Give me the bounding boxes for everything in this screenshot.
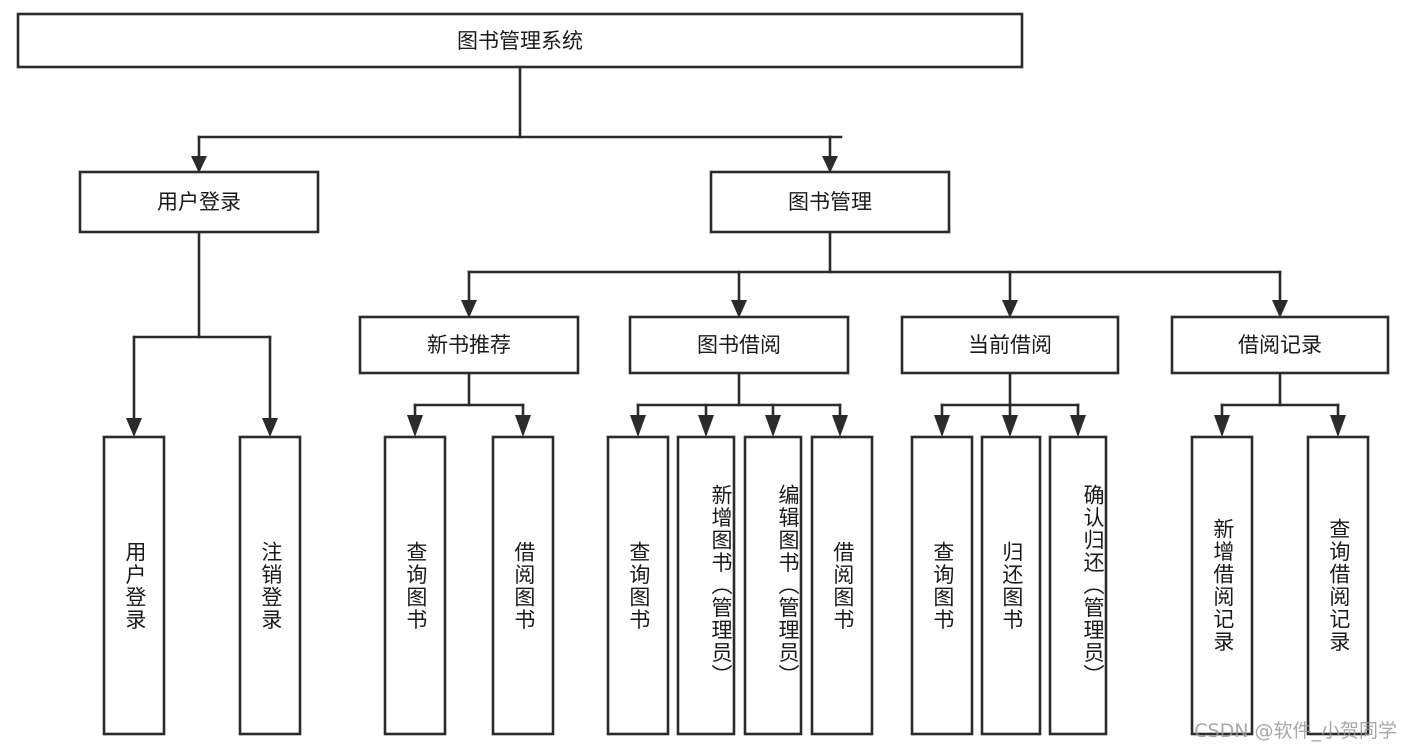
- node-root-label: 图书管理系统: [457, 29, 583, 53]
- node-borrow-record-box[interactable]: [1170, 315, 1390, 375]
- arrow-dqjy-leaf3: [1070, 415, 1086, 437]
- leaf-box-borrow-book-2[interactable]: [810, 435, 874, 736]
- node-new-book-recommend[interactable]: 新书推荐: [358, 315, 580, 375]
- arrow-to-leaf-user-login: [126, 418, 142, 437]
- arrow-tsjy-leaf2: [698, 415, 714, 437]
- node-current-borrow-label: 当前借阅: [968, 333, 1052, 357]
- arrow-to-new-book-rec: [461, 300, 477, 318]
- arrow-to-current-borrow: [1002, 300, 1018, 318]
- nodes-group: 图书管理系统 用户登录 图书管理 新书推荐 图书借阅: [16, 12, 1390, 736]
- leaf-box-user-login[interactable]: [102, 435, 166, 736]
- leaf-box-query-book-1[interactable]: [383, 435, 447, 736]
- arrow-jyjl-leaf2: [1330, 415, 1346, 437]
- arrow-dqjy-leaf2: [1002, 415, 1018, 437]
- arrow-jyjl-leaf1: [1214, 415, 1230, 437]
- node-book-borrow[interactable]: 图书借阅: [628, 315, 850, 375]
- leaf-box-logout[interactable]: [238, 435, 302, 736]
- arrow-nbr-leaf1: [407, 415, 423, 437]
- arrow-nbr-leaf2: [515, 415, 531, 437]
- arrow-tsjy-leaf4: [832, 415, 848, 437]
- node-book-management[interactable]: 图书管理: [709, 170, 951, 234]
- node-root-box[interactable]: [16, 12, 1024, 69]
- node-user-login[interactable]: 用户登录: [78, 170, 320, 234]
- node-current-borrow[interactable]: 当前借阅: [900, 315, 1120, 375]
- leaf-box-query-borrow-record[interactable]: [1306, 435, 1370, 736]
- leaf-box-edit-book-admin[interactable]: [743, 435, 803, 736]
- leaf-box-query-book-3[interactable]: [910, 435, 974, 736]
- node-book-management-label: 图书管理: [788, 190, 872, 214]
- arrow-to-user-login: [191, 156, 207, 173]
- node-borrow-record[interactable]: 借阅记录: [1170, 315, 1390, 375]
- arrow-to-book-mgmt: [822, 156, 838, 173]
- leaf-box-add-book-admin[interactable]: [676, 435, 736, 736]
- leaf-box-confirm-return-admin[interactable]: [1048, 435, 1108, 736]
- arrow-tsjy-leaf1: [630, 415, 646, 437]
- node-root-book-management-system[interactable]: 图书管理系统: [16, 12, 1024, 69]
- node-new-book-recommend-box[interactable]: [358, 315, 580, 375]
- node-book-borrow-label: 图书借阅: [697, 333, 781, 357]
- node-user-login-box[interactable]: [78, 170, 320, 234]
- leaf-box-query-book-2[interactable]: [606, 435, 670, 736]
- arrow-to-borrow-record: [1272, 300, 1288, 318]
- node-new-book-recommend-label: 新书推荐: [427, 333, 511, 357]
- node-borrow-record-label: 借阅记录: [1238, 333, 1322, 357]
- arrow-to-leaf-logout: [262, 418, 278, 437]
- csdn-watermark: CSDN @软件_小贺同学: [1194, 720, 1397, 742]
- node-user-login-label: 用户登录: [157, 190, 241, 214]
- arrow-tsjy-leaf3: [765, 415, 781, 437]
- leaf-box-borrow-book-1[interactable]: [491, 435, 555, 736]
- node-book-management-box[interactable]: [709, 170, 951, 234]
- arrow-to-book-borrow: [731, 300, 747, 318]
- arrow-dqjy-leaf1: [934, 415, 950, 437]
- node-book-borrow-box[interactable]: [628, 315, 850, 375]
- leaf-box-return-book[interactable]: [980, 435, 1042, 736]
- edges-group: [126, 65, 1346, 437]
- leaf-box-add-borrow-record[interactable]: [1190, 435, 1254, 736]
- node-current-borrow-box[interactable]: [900, 315, 1120, 375]
